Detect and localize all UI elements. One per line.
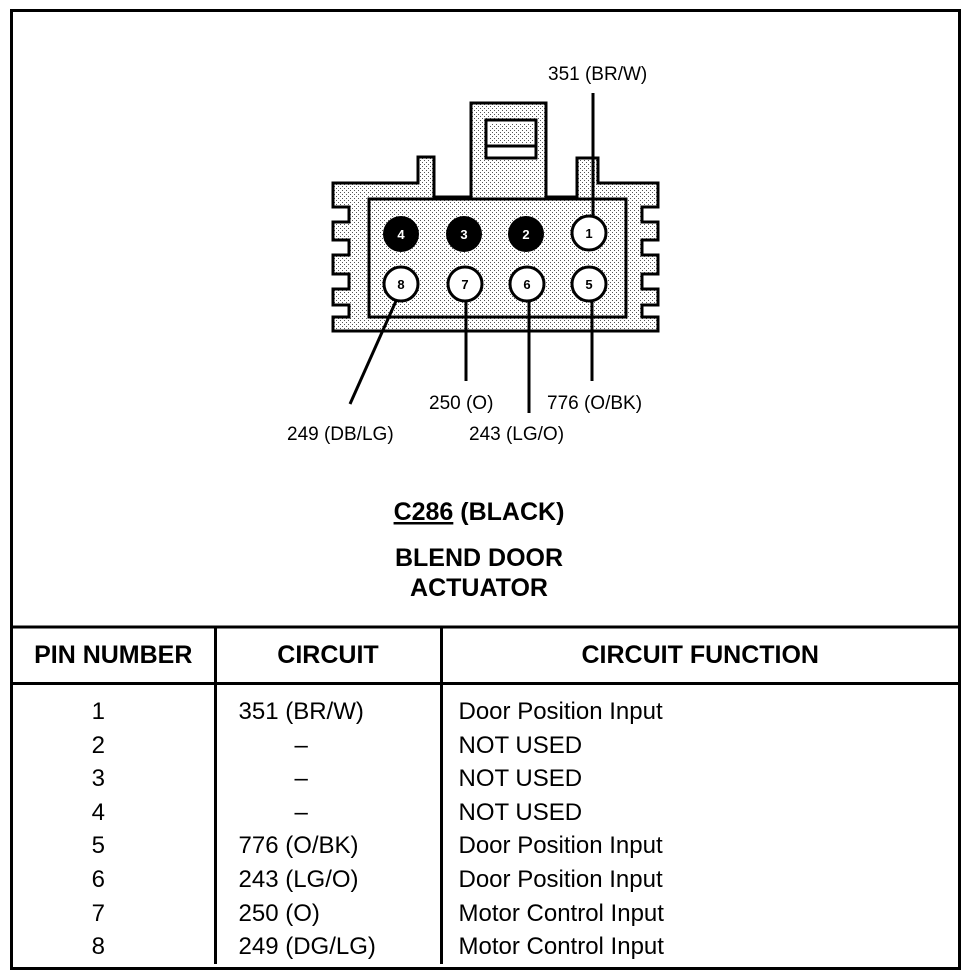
cell-pin: 4 bbox=[13, 795, 217, 830]
table-row: 3 – NOT USED bbox=[13, 762, 958, 796]
table-row: 2 – NOT USED bbox=[13, 728, 958, 763]
svg-text:3: 3 bbox=[460, 227, 467, 242]
cell-function: Door Position Input bbox=[458, 832, 663, 860]
connector-color: (BLACK) bbox=[460, 498, 564, 526]
pinout-table: PIN NUMBER CIRCUIT CIRCUIT FUNCTION 1 35… bbox=[13, 628, 958, 964]
table-row: 8 249 (DG/LG) Motor Control Input bbox=[13, 930, 958, 964]
cell-pin: 6 bbox=[13, 862, 217, 897]
wire-label-pin7: 250 (O) bbox=[429, 393, 493, 414]
cell-circuit: 776 (O/BK) bbox=[215, 829, 443, 863]
connector-name-line1: BLEND DOOR bbox=[395, 544, 563, 572]
cell-circuit: – bbox=[215, 728, 443, 763]
header-circuit-function: CIRCUIT FUNCTION bbox=[441, 628, 958, 685]
pin-5: 5 bbox=[570, 265, 608, 303]
pin-1: 1 bbox=[570, 214, 608, 252]
wire-label-pin6: 243 (LG/O) bbox=[469, 424, 564, 445]
pin-8: 8 bbox=[382, 265, 420, 303]
cell-circuit: 351 (BR/W) bbox=[215, 683, 443, 729]
table-row: 4 – NOT USED bbox=[13, 795, 958, 830]
pin-4: 4 bbox=[383, 216, 419, 252]
pin-7: 7 bbox=[446, 265, 484, 303]
svg-text:1: 1 bbox=[585, 226, 592, 241]
pin-6: 6 bbox=[508, 265, 546, 303]
table-header-row: PIN NUMBER CIRCUIT CIRCUIT FUNCTION bbox=[13, 628, 958, 685]
cell-function: Motor Control Input bbox=[458, 899, 664, 927]
connector-name-line2: ACTUATOR bbox=[410, 574, 548, 602]
leader-pin8 bbox=[348, 300, 398, 405]
svg-text:4: 4 bbox=[397, 227, 405, 242]
svg-text:5: 5 bbox=[585, 277, 592, 292]
connector-code: C286 bbox=[394, 498, 454, 526]
cell-pin: 7 bbox=[13, 896, 217, 931]
pin-3: 3 bbox=[446, 216, 482, 252]
header-circuit: CIRCUIT bbox=[215, 628, 443, 685]
wire-label-pin5: 776 (O/BK) bbox=[547, 393, 642, 414]
cell-pin: 1 bbox=[13, 683, 217, 729]
cell-pin: 5 bbox=[13, 829, 217, 863]
table-row: 7 250 (O) Motor Control Input bbox=[13, 896, 958, 931]
cell-pin: 8 bbox=[13, 930, 217, 964]
cell-circuit: 249 (DG/LG) bbox=[215, 930, 443, 964]
cell-function: Door Position Input bbox=[458, 865, 663, 893]
wire-label-pin8: 249 (DB/LG) bbox=[287, 424, 394, 445]
cell-circuit: 243 (LG/O) bbox=[215, 862, 443, 897]
svg-text:7: 7 bbox=[461, 277, 468, 292]
connector-title: C286 (BLACK) bbox=[394, 498, 565, 526]
svg-text:6: 6 bbox=[523, 277, 530, 292]
cell-circuit: – bbox=[215, 795, 443, 830]
cell-function: NOT USED bbox=[458, 798, 583, 826]
svg-text:8: 8 bbox=[397, 277, 404, 292]
cell-function: Motor Control Input bbox=[458, 933, 664, 961]
cell-function: Door Position Input bbox=[458, 698, 663, 725]
cell-function: NOT USED bbox=[458, 765, 583, 793]
cell-pin: 3 bbox=[13, 762, 217, 796]
cell-circuit: – bbox=[215, 762, 443, 796]
table-row: 5 776 (O/BK) Door Position Input bbox=[13, 829, 958, 863]
diagram-frame bbox=[10, 9, 961, 970]
wire-label-pin1: 351 (BR/W) bbox=[548, 64, 647, 85]
pin-2: 2 bbox=[508, 216, 544, 252]
svg-text:2: 2 bbox=[522, 227, 529, 242]
cell-pin: 2 bbox=[13, 728, 217, 763]
table-row: 1 351 (BR/W) Door Position Input bbox=[13, 683, 958, 729]
header-pin-number: PIN NUMBER bbox=[13, 628, 217, 685]
cell-circuit: 250 (O) bbox=[215, 896, 443, 931]
table-row: 6 243 (LG/O) Door Position Input bbox=[13, 862, 958, 897]
cell-function: NOT USED bbox=[458, 731, 583, 759]
